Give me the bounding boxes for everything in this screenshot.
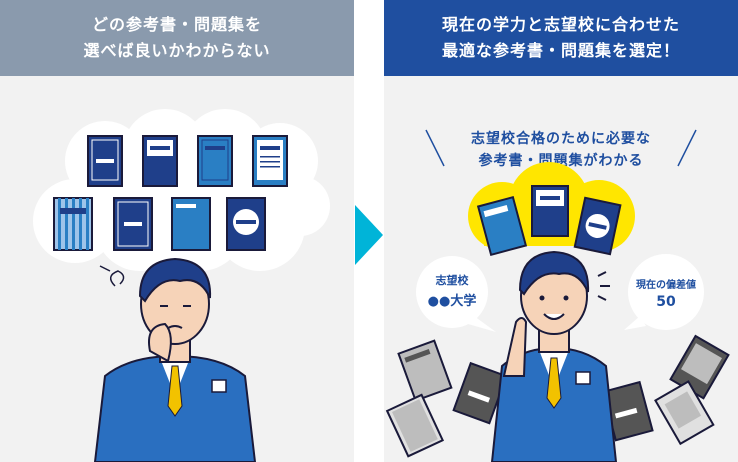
tagline-slash-right [677, 129, 697, 167]
book-1 [87, 135, 123, 187]
selected-book-2 [531, 185, 569, 237]
book-3 [197, 135, 233, 187]
book-6 [113, 197, 153, 251]
right-panel: 現在の学力と志望校に合わせた 最適な参考書・問題集を選定！ 志望校合格のために必… [384, 0, 738, 462]
confident-student [490, 250, 618, 462]
left-illustration [33, 109, 330, 462]
tagline-line1: 志望校合格のために必要な [471, 131, 651, 147]
book-5 [53, 197, 93, 251]
left-title-line2: 選べば良いかわからない [83, 41, 271, 60]
selected-book-3 [573, 196, 622, 256]
discarded-books [385, 334, 730, 458]
arrow-icon [355, 205, 383, 265]
speech-bubble-goal [416, 256, 496, 332]
book-7 [171, 197, 211, 251]
book-4 [252, 135, 288, 187]
score-label: 現在の偏差値 [636, 280, 696, 291]
goal-value: ●●大学 [427, 294, 477, 309]
book-2 [142, 135, 178, 187]
goal-label: 志望校 [435, 274, 469, 287]
right-title-line2: 最適な参考書・問題集を選定！ [441, 41, 680, 60]
left-panel: どの参考書・問題集を 選べば良いかわからない [0, 0, 354, 462]
tagline-line2: 参考書・問題集がわかる [478, 153, 644, 169]
selected-book-1 [476, 195, 528, 257]
right-title-line1: 現在の学力と志望校に合わせた [441, 15, 680, 34]
left-header: どの参考書・問題集を 選べば良いかわからない [0, 0, 354, 76]
right-illustration [385, 129, 730, 462]
tagline-slash-left [425, 129, 445, 167]
right-header: 現在の学力と志望校に合わせた 最適な参考書・問題集を選定！ [384, 0, 738, 76]
score-value: 50 [656, 294, 676, 310]
speech-bubble-score [624, 254, 704, 330]
confused-student [93, 257, 257, 462]
left-title-line1: どの参考書・問題集を [91, 15, 262, 34]
book-8 [226, 197, 266, 251]
